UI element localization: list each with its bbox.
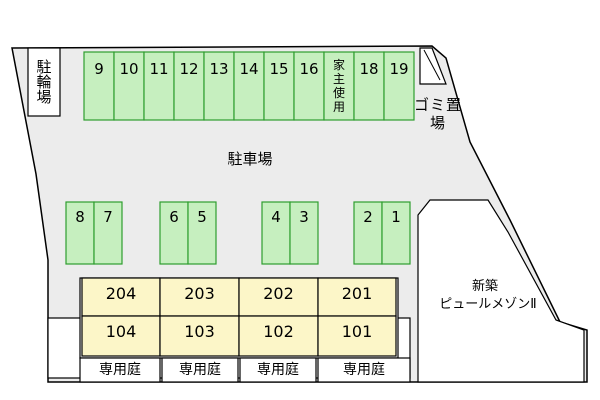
- parking-space-number-10: 10: [119, 59, 139, 78]
- parking-space-8: [65, 201, 95, 265]
- parking-space-number-6: 6: [169, 207, 179, 226]
- neighbor-building-name-line1: 新築: [471, 278, 498, 294]
- unit-number-101: 101: [341, 322, 373, 341]
- unit-number-103: 103: [184, 322, 215, 341]
- neighbor-building-footprint: [417, 199, 585, 383]
- parking-space-number-14: 14: [239, 59, 259, 78]
- family-use-label: 家主使用: [324, 54, 354, 118]
- unit-101: [317, 315, 397, 357]
- private-garden-label-104: 専用庭: [99, 362, 141, 378]
- unit-number-102: 102: [263, 322, 294, 341]
- private-garden-label-103: 専用庭: [179, 362, 221, 378]
- parking-space-18: [353, 51, 385, 121]
- family-use-char: 使: [332, 86, 345, 100]
- private-garden-102: [239, 357, 317, 383]
- garbage-area-slash: [423, 49, 441, 81]
- parking-space-number-8: 8: [75, 207, 85, 226]
- parking-row-top: [83, 51, 415, 121]
- parking-space-16: [293, 51, 325, 121]
- unit-204: [81, 277, 161, 317]
- parking-space-3: [289, 201, 319, 265]
- family-use-char: 主: [332, 72, 345, 86]
- parking-space-19: [383, 51, 415, 121]
- parking-space-number-11: 11: [149, 59, 169, 78]
- parking-space-number-3: 3: [299, 207, 309, 226]
- private-garden-label-102: 専用庭: [257, 362, 299, 378]
- parking-space-number-1: 1: [391, 207, 401, 226]
- family-use-char: 用: [332, 100, 345, 114]
- parking-space-5: [187, 201, 217, 265]
- parking-space-number-7: 7: [103, 207, 113, 226]
- private-garden-101: [317, 357, 411, 383]
- parking-space-10: [113, 51, 145, 121]
- parking-space-number-13: 13: [209, 59, 229, 78]
- parking-space-number-9: 9: [94, 59, 104, 78]
- bicycle-parking-area: [27, 47, 61, 117]
- neighbor-building-name-line2: ピュールメゾンⅡ: [439, 296, 537, 312]
- private-garden-103: [161, 357, 239, 383]
- bicycle-parking-char: 場: [36, 87, 52, 106]
- apartment-units: [81, 277, 397, 357]
- unit-102: [238, 315, 319, 357]
- bicycle-parking-label: 駐輪場: [28, 50, 60, 114]
- parking-space-7: [93, 201, 123, 265]
- parking-space-number-12: 12: [179, 59, 199, 78]
- unit-203: [159, 277, 240, 317]
- parking-space-1: [381, 201, 411, 265]
- parking-space-9: [83, 51, 115, 121]
- private-garden-104: [79, 357, 161, 383]
- private-garden-label-101: 専用庭: [343, 362, 385, 378]
- parking-space-number-19: 19: [389, 59, 409, 78]
- parking-space-number-18: 18: [359, 59, 379, 78]
- parking-space-12: [173, 51, 205, 121]
- parking-space-4: [261, 201, 291, 265]
- unit-number-104: 104: [105, 322, 137, 341]
- parking-lot-title: 駐車場: [227, 149, 273, 168]
- parking-row-bottom: [65, 201, 411, 265]
- family-use-space: [323, 51, 355, 121]
- unit-number-203: 203: [184, 284, 215, 303]
- bicycle-parking-char: 輪: [36, 72, 52, 91]
- garbage-area-label: ゴミ置場: [414, 96, 463, 132]
- family-use-char: 家: [332, 58, 345, 72]
- parking-space-number-2: 2: [363, 207, 373, 226]
- unit-number-204: 204: [105, 284, 137, 303]
- private-gardens: [79, 357, 411, 383]
- parking-space-number-4: 4: [271, 207, 281, 226]
- parking-space-number-16: 16: [299, 59, 319, 78]
- parking-space-number-5: 5: [197, 207, 207, 226]
- unit-number-202: 202: [263, 284, 294, 303]
- unit-104: [81, 315, 161, 357]
- parking-space-number-15: 15: [269, 59, 289, 78]
- unit-202: [238, 277, 319, 317]
- bicycle-parking-char: 駐: [36, 57, 52, 76]
- unit-103: [159, 315, 240, 357]
- unit-201: [317, 277, 397, 317]
- unit-number-201: 201: [341, 284, 373, 303]
